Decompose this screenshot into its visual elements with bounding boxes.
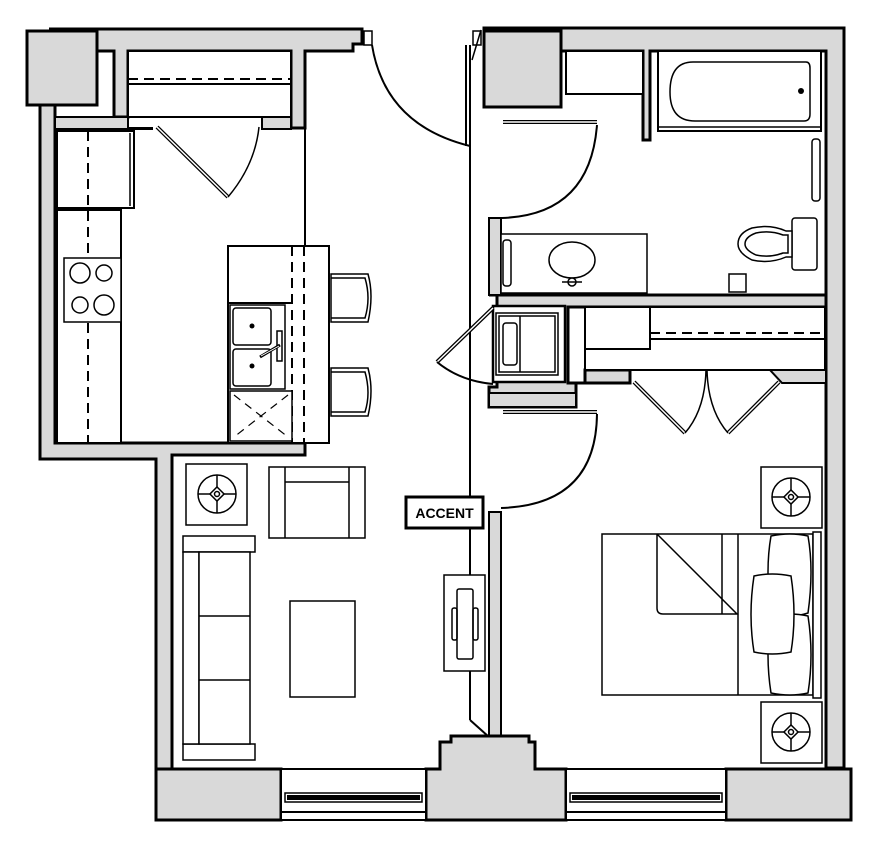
burner-icon (71, 296, 89, 314)
tv-icon (456, 588, 474, 660)
range-4-burner (63, 257, 122, 323)
nightstand-lamp (760, 466, 823, 529)
refrigerator (56, 130, 135, 209)
end-table-lamp (185, 463, 248, 526)
window-bedroom (565, 768, 727, 821)
drain-icon (798, 88, 804, 94)
living-bedroom-wall (488, 511, 502, 738)
accent-wall-corner (469, 719, 490, 738)
headboard (812, 531, 822, 699)
pillow (750, 573, 795, 655)
entry-door[interactable] (363, 29, 482, 147)
kitchen (56, 50, 372, 444)
burner-icon (93, 294, 115, 316)
towel-bar (811, 138, 821, 202)
bedroom-door-swing[interactable] (500, 413, 598, 509)
window-living-room (280, 768, 427, 821)
wastebasket (728, 273, 747, 293)
towel-bar (502, 239, 512, 287)
linen-storage (565, 50, 644, 95)
burner-icon (95, 264, 113, 282)
armchair (268, 466, 366, 539)
closet-wall-bedroom-right (767, 369, 827, 384)
folded-blanket (656, 533, 739, 615)
nightstand-lamp (760, 701, 823, 764)
bottom-wall-center-column (424, 734, 568, 822)
toilet (737, 217, 818, 271)
bedroom (500, 306, 826, 764)
bathroom-door-swing[interactable] (501, 124, 598, 219)
coffee-table (289, 600, 356, 698)
structural-column-top-right (482, 29, 563, 109)
bathroom (500, 50, 822, 294)
bottom-wall-right (724, 767, 853, 822)
accent-label-text: ACCENT (415, 505, 474, 521)
bath-left-wall (488, 217, 502, 296)
exterior-walls (25, 26, 853, 822)
structural-column-top-left (25, 29, 99, 107)
bedroom-top-left-wall (488, 392, 577, 408)
media-console (443, 574, 486, 672)
vanity-sink (548, 241, 596, 279)
burner-icon (69, 262, 91, 284)
queen-bed (601, 531, 822, 699)
sofa-3-seat (182, 535, 256, 761)
laundry-closet (435, 304, 567, 385)
living-room: ACCENT (182, 463, 486, 761)
closet-wall-left (54, 116, 153, 130)
closet-bifold-doors[interactable] (632, 369, 781, 435)
bottom-wall-left (154, 767, 283, 822)
accent-wall-label: ACCENT (404, 495, 485, 530)
closet-wall-right (261, 116, 292, 130)
bathtub (657, 50, 822, 132)
bar-stool (330, 273, 372, 323)
pantry-door-right-swing[interactable] (227, 126, 260, 198)
bar-stool (330, 367, 372, 417)
